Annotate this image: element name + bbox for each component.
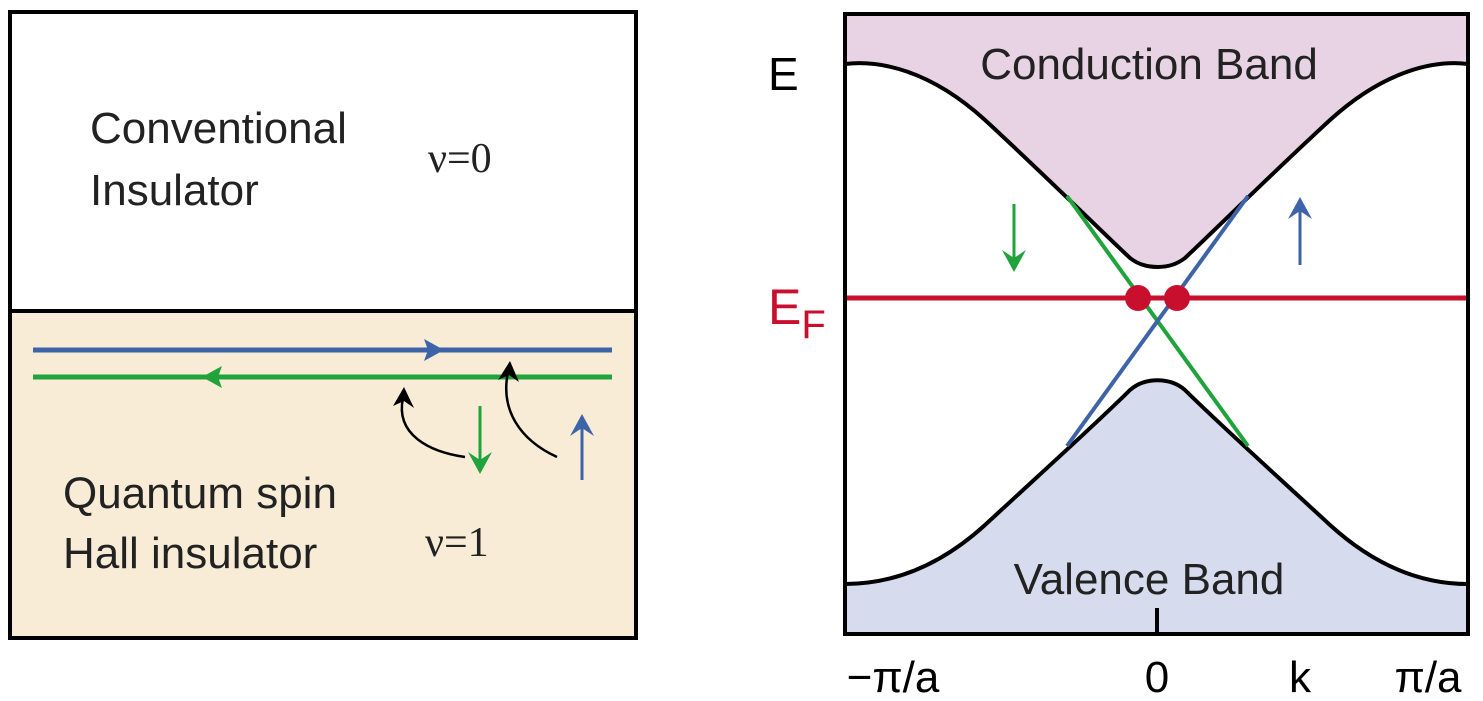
scatter-arrow-right-head [498, 361, 519, 382]
right-panel: Conduction Band Valence Band E EF −π/a 0… [768, 12, 1470, 701]
spin-up-edge-dispersion [1065, 194, 1250, 448]
conventional-insulator-region [10, 12, 636, 311]
conventional-label-line2: Insulator [90, 166, 259, 215]
qsh-label-line2: Hall insulator [63, 529, 317, 578]
left-panel: Conventional Insulator ν=0 Quantum spin … [8, 10, 638, 640]
valence-band-edge [845, 378, 1468, 586]
conduction-band-fill [845, 14, 1468, 267]
scatter-arrow-right [505, 371, 558, 459]
conduction-band-edge [845, 61, 1468, 269]
spin-down-arrow-icon [468, 452, 492, 474]
tick-label-k: k [1289, 653, 1312, 701]
conduction-band-label: Conduction Band [980, 40, 1318, 89]
valence-band-label: Valence Band [1014, 555, 1285, 604]
spin-down-edge-arrowhead [202, 366, 222, 388]
fermi-energy-label: EF [768, 279, 826, 347]
conventional-label-line1: Conventional [90, 104, 347, 153]
valence-band-fill [845, 380, 1468, 634]
nu-zero-label: ν=0 [428, 136, 492, 182]
left-panel-frame [8, 10, 638, 640]
spin-up-edge-arrowhead [424, 339, 444, 361]
tick-label-pi-a: π/a [1394, 653, 1462, 701]
spin-up-arrow-icon [570, 414, 594, 436]
rp-spin-down-arrow-icon [1002, 250, 1026, 272]
qsh-label-line1: Quantum spin [63, 469, 337, 518]
rp-spin-up-arrow-icon [1288, 197, 1312, 219]
tick-label-zero: 0 [1145, 653, 1169, 701]
fermi-crossing-right [1164, 285, 1190, 311]
nu-one-label: ν=1 [425, 520, 489, 566]
scatter-arrow-left [400, 397, 466, 459]
energy-axis-label: E [768, 48, 799, 100]
scatter-arrow-left-head [393, 387, 414, 408]
tick-label-minus-pi-a: −π/a [847, 653, 940, 701]
qsh-insulator-region [10, 311, 636, 638]
fermi-crossing-left [1125, 285, 1151, 311]
